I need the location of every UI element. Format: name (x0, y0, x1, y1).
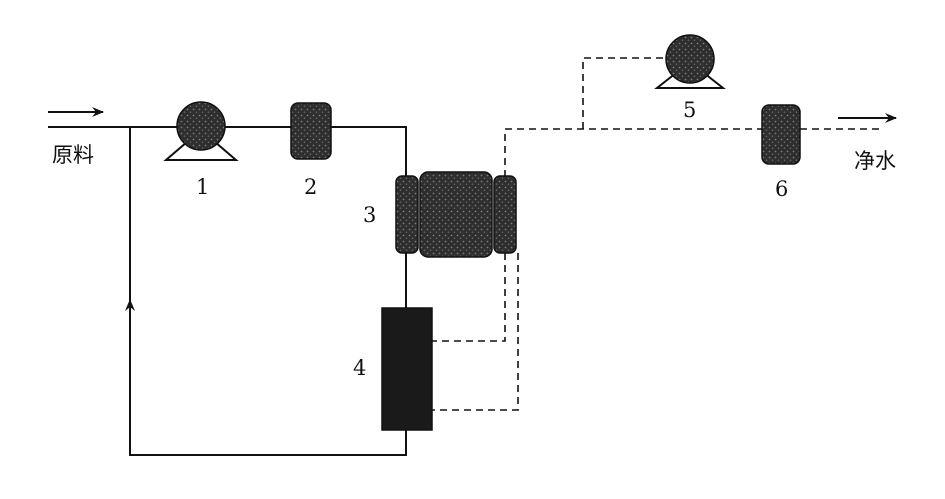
module3-to-vessel4-dashed-upper (432, 253, 506, 342)
tank-6-icon (761, 104, 801, 165)
feed-label: 原料 (52, 143, 94, 167)
pump5-branch-line (582, 57, 668, 129)
recycle-line (129, 127, 407, 456)
product-label: 净水 (854, 149, 896, 173)
tank2-to-module3-line (330, 126, 407, 177)
unit-6-label: 6 (775, 177, 788, 201)
unit-1-label: 1 (196, 175, 209, 199)
vessel-4-icon (381, 307, 433, 431)
pump-5-icon (654, 34, 726, 89)
membrane-module-3-icon (395, 171, 517, 258)
module3-to-vessel4-dashed-lower (432, 253, 519, 411)
unit-5-label: 5 (683, 98, 696, 122)
unit-2-label: 2 (304, 175, 317, 199)
pump-1-icon (163, 101, 239, 161)
tank-2-icon (290, 102, 332, 160)
permeate-line (504, 128, 762, 177)
unit-3-label: 3 (363, 203, 376, 227)
unit-4-label: 4 (353, 356, 366, 380)
